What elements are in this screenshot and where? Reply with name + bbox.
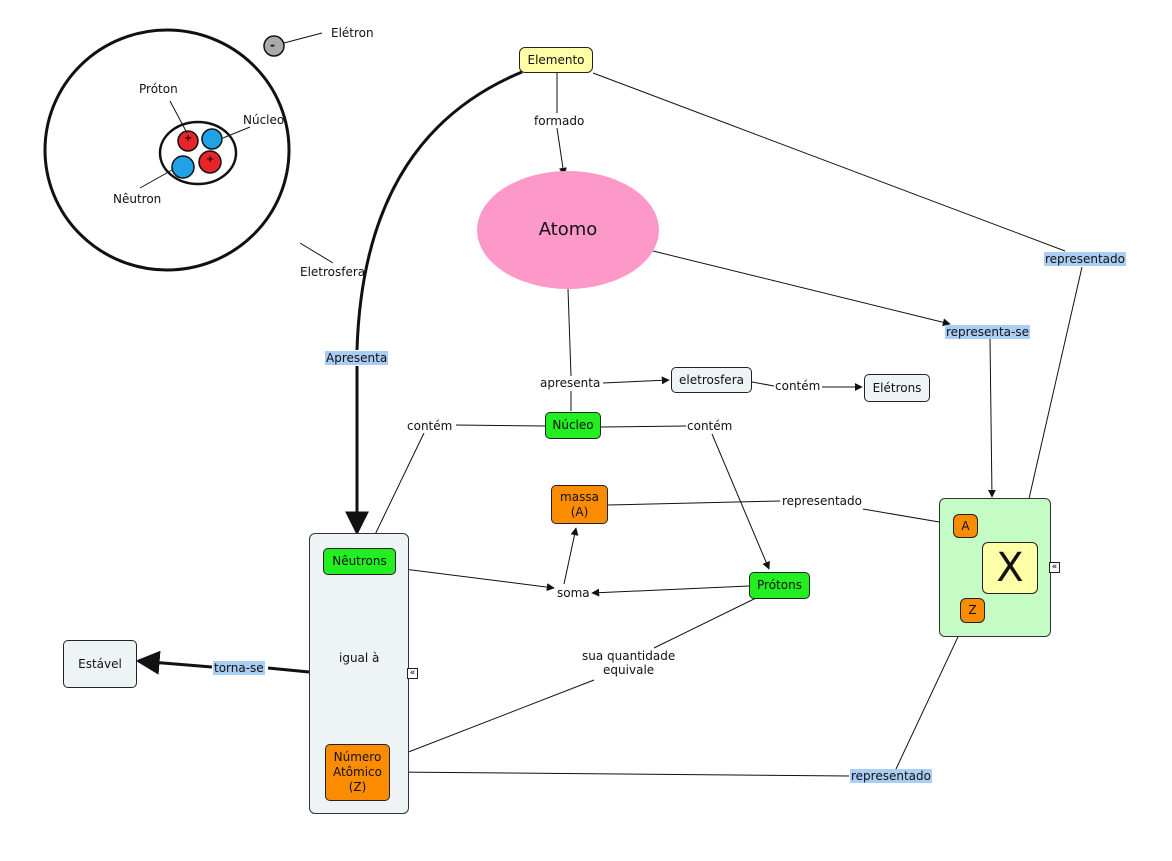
link-apresenta[interactable]: apresenta — [540, 376, 601, 391]
electron-particle — [263, 35, 285, 57]
link-contem-eletrosfera[interactable]: contém — [775, 379, 821, 394]
link-formado[interactable]: formado — [534, 114, 585, 129]
proton-particle — [177, 130, 199, 152]
atomo-label: Atomo — [538, 219, 598, 240]
electron-sign: - — [270, 38, 275, 52]
massa-node[interactable]: massa (A) — [551, 485, 608, 524]
link-representado-massa[interactable]: representado — [782, 494, 862, 509]
eletrosfera-label: Eletrosfera — [300, 265, 366, 279]
soma-node[interactable]: soma — [557, 586, 590, 600]
eletrosfera-orbit — [43, 28, 291, 272]
numero-atomico-node[interactable]: Número Atômico (Z) — [325, 744, 390, 801]
link-apresenta-upper[interactable]: Apresenta — [325, 351, 389, 366]
connectors — [135, 70, 1083, 777]
link-sua-quantidade[interactable]: sua quantidade equivale — [582, 649, 676, 678]
proton-particle — [198, 150, 222, 174]
nucleus-label: Núcleo — [243, 113, 285, 127]
link-contem-left[interactable]: contém — [407, 419, 453, 434]
link-torna-se[interactable]: torna-se — [213, 661, 265, 676]
estavel-node[interactable]: Estável — [63, 640, 137, 688]
atom-illustration — [43, 28, 334, 272]
neutron-particle — [201, 128, 223, 150]
link-representado-top[interactable]: representado — [1044, 252, 1126, 267]
symbol-a-node[interactable]: A — [953, 514, 978, 538]
eletrons-node[interactable]: Elétrons — [864, 374, 930, 402]
symbol-z-node[interactable]: Z — [960, 598, 985, 623]
nucleo-node[interactable]: Núcleo — [545, 412, 601, 439]
link-contem-right[interactable]: contém — [687, 419, 733, 434]
electron-label: Elétron — [331, 26, 374, 40]
link-representado-bottom[interactable]: representado — [850, 769, 932, 784]
atomo-node[interactable] — [477, 171, 659, 289]
proton-sign: + — [206, 154, 215, 165]
link-representa-se[interactable]: representa-se — [945, 325, 1030, 340]
neutrons-node[interactable]: Nêutrons — [323, 548, 396, 575]
collapse-icon[interactable]: « — [1049, 562, 1060, 573]
elemento-node[interactable]: Elemento — [519, 47, 593, 73]
proton-sign: + — [184, 133, 193, 144]
symbol-x-node[interactable]: X — [982, 542, 1038, 594]
neutron-particle — [171, 155, 195, 179]
collapse-icon[interactable]: « — [407, 668, 418, 679]
neutron-label: Nêutron — [113, 192, 162, 206]
proton-label: Próton — [139, 82, 178, 96]
nucleus-ring — [158, 120, 238, 186]
protons-node[interactable]: Prótons — [749, 572, 810, 599]
igual-node[interactable]: igual à — [339, 651, 380, 665]
eletrosfera-node[interactable]: eletrosfera — [671, 367, 752, 393]
